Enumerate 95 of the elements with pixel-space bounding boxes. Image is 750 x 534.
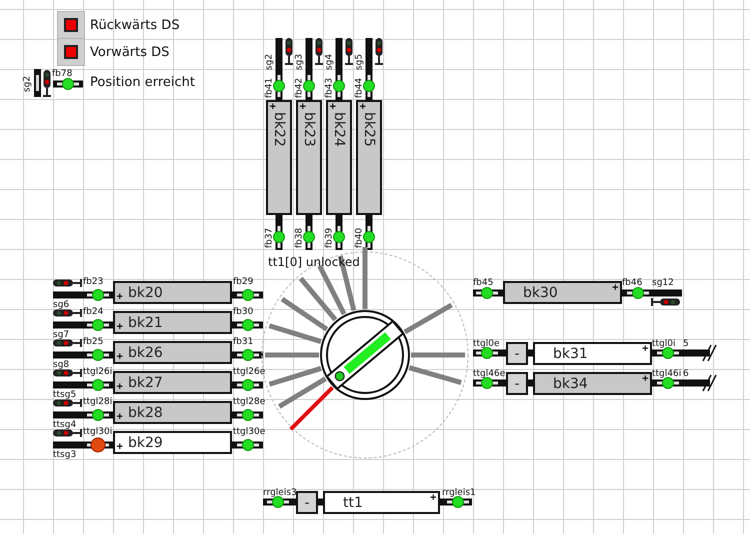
track-element-label: fb45 bbox=[473, 278, 494, 288]
track-element-label: ttgl46i bbox=[652, 369, 682, 379]
track-element-label: fb29 bbox=[233, 277, 254, 287]
track-element-label: ttgl46e bbox=[473, 369, 506, 379]
plus-mark: + bbox=[116, 383, 124, 392]
track-block bbox=[113, 311, 232, 334]
track-block bbox=[113, 341, 232, 364]
track-block bbox=[356, 100, 382, 215]
track-element-label: ttgl28e bbox=[233, 397, 266, 407]
block-name: bk31 bbox=[553, 346, 588, 362]
track-element-label: sg6 bbox=[53, 300, 70, 310]
plus-mark: + bbox=[269, 103, 277, 112]
track-element-label: fb78 bbox=[52, 69, 72, 80]
block-name: tt1 bbox=[343, 494, 363, 510]
block-name: bk25 bbox=[361, 112, 377, 147]
block-name: bk24 bbox=[331, 112, 347, 147]
plus-mark: + bbox=[116, 293, 124, 302]
button-label: - bbox=[304, 494, 310, 510]
track-block bbox=[503, 281, 622, 304]
track-element-label: ttgl30e bbox=[233, 427, 266, 437]
control-label: Rückwärts DS bbox=[90, 18, 180, 33]
button-label: - bbox=[514, 376, 520, 392]
track-element-label: ttsg5 bbox=[53, 390, 76, 400]
track-element-label: fb31 bbox=[233, 337, 254, 347]
track-element-label: fb37 bbox=[264, 228, 276, 248]
track-element-label: fb23 bbox=[83, 277, 104, 287]
block-name: bk20 bbox=[128, 284, 163, 300]
track-element-label: 5 bbox=[683, 339, 689, 349]
plus-mark: + bbox=[641, 345, 649, 354]
track-element-label: fb39 bbox=[324, 228, 336, 248]
control-label: Vorwärts DS bbox=[90, 45, 170, 60]
track-element-label: sg5 bbox=[354, 54, 366, 70]
track-element-label: fb24 bbox=[83, 307, 104, 317]
track-element-label: sg2 bbox=[264, 54, 276, 70]
track-element-label: sg3 bbox=[294, 54, 306, 70]
block-name: bk29 bbox=[128, 434, 163, 450]
button-label: - bbox=[514, 346, 520, 362]
track-block bbox=[266, 100, 292, 215]
track-element-label: sg7 bbox=[53, 330, 70, 340]
track-element-label: fb38 bbox=[294, 228, 306, 248]
track-element-label: fb25 bbox=[83, 337, 104, 347]
block-button bbox=[506, 342, 528, 365]
track-block bbox=[533, 372, 652, 395]
status-text: tt1[0] unlocked bbox=[268, 255, 360, 269]
track-element-label: ttsg3 bbox=[53, 450, 76, 460]
block-name: bk23 bbox=[301, 112, 317, 147]
track-block bbox=[113, 281, 232, 304]
block-name: bk26 bbox=[128, 344, 163, 360]
track-element-label: ttgl26e bbox=[233, 367, 266, 377]
track-element-label: ttgl28i bbox=[83, 397, 112, 407]
block-name: bk34 bbox=[553, 376, 588, 392]
plus-mark: + bbox=[359, 103, 367, 112]
track-element-label: fb40 bbox=[354, 228, 366, 248]
control-label: Position erreicht bbox=[90, 75, 196, 90]
track-element-label: ttgl26i bbox=[83, 367, 112, 377]
plus-mark: + bbox=[329, 103, 337, 112]
plus-mark: + bbox=[299, 103, 307, 112]
track-element-label: fb30 bbox=[233, 307, 254, 317]
track-element-label: fb44 bbox=[354, 78, 366, 98]
track-element-label: ttgl0i bbox=[652, 339, 676, 349]
block-button bbox=[296, 491, 318, 514]
track-element-label: ttgl0e bbox=[473, 339, 500, 349]
track-element-label: ttsg4 bbox=[53, 420, 76, 430]
track-element-label: sg8 bbox=[53, 360, 70, 370]
track-block bbox=[326, 100, 352, 215]
plus-mark: + bbox=[611, 284, 619, 293]
track-block bbox=[296, 100, 322, 215]
plus-mark: + bbox=[116, 323, 124, 332]
track-element-label: rrgleis1 bbox=[442, 488, 476, 498]
track-block bbox=[113, 371, 232, 394]
track-block bbox=[113, 431, 232, 454]
plus-mark: + bbox=[641, 375, 649, 384]
block-button bbox=[506, 372, 528, 395]
track-element-label: rrgleis3 bbox=[263, 488, 297, 498]
block-name: bk27 bbox=[128, 374, 163, 390]
track-element-label: ttgl30i bbox=[83, 427, 112, 437]
track-element-label: fb42 bbox=[294, 78, 306, 98]
track-element-label: fb41 bbox=[264, 78, 276, 98]
track-block bbox=[113, 401, 232, 424]
plus-mark: + bbox=[116, 443, 124, 452]
block-name: bk22 bbox=[271, 112, 287, 147]
track-element-label: fb46 bbox=[622, 278, 642, 288]
track-element-label: sg2 bbox=[22, 76, 34, 92]
track-element-label: fb43 bbox=[324, 78, 336, 98]
track-element-label: sg4 bbox=[324, 54, 336, 70]
plus-mark: + bbox=[116, 413, 124, 422]
plus-mark: + bbox=[429, 494, 437, 503]
plus-mark: + bbox=[116, 353, 124, 362]
track-block bbox=[533, 342, 652, 365]
block-name: bk21 bbox=[128, 314, 163, 330]
block-name: bk30 bbox=[523, 284, 558, 300]
track-element-label: 6 bbox=[683, 369, 689, 379]
track-element-label: sg12 bbox=[652, 278, 674, 288]
block-name: bk28 bbox=[128, 404, 163, 420]
track-block bbox=[323, 491, 440, 514]
